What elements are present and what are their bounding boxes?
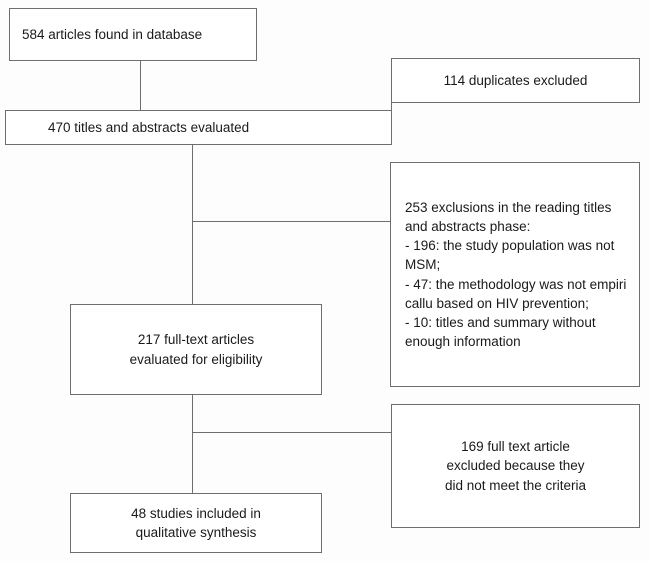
node-screening[interactable]: 470 titles and abstracts evaluated <box>5 110 392 145</box>
node-included[interactable]: 48 studies included in qualitative synth… <box>70 493 322 553</box>
node-screening-label: 470 titles and abstracts evaluated <box>48 119 250 135</box>
node-identification[interactable]: 584 articles found in database <box>9 8 257 61</box>
node-title-abstract-exclusions-label: 253 exclusions in the reading titles and… <box>405 199 627 349</box>
node-duplicates-excluded[interactable]: 114 duplicates excluded <box>391 58 640 103</box>
connector-identification-to-screening <box>140 60 141 110</box>
node-eligibility-label: 217 full-text articles evaluated for eli… <box>129 332 263 367</box>
connector-screening-to-exclusions-branch <box>192 221 391 222</box>
node-eligibility[interactable]: 217 full-text articles evaluated for eli… <box>70 304 322 395</box>
connector-screening-trunk <box>192 145 193 304</box>
node-duplicates-excluded-label: 114 duplicates excluded <box>443 72 588 88</box>
connector-screening-to-duplicates-vertical <box>391 103 392 111</box>
node-included-label: 48 studies included in qualitative synth… <box>131 505 261 540</box>
connector-eligibility-trunk <box>192 395 193 493</box>
node-identification-label: 584 articles found in database <box>22 26 203 42</box>
node-title-abstract-exclusions[interactable]: 253 exclusions in the reading titles and… <box>390 162 640 387</box>
node-fulltext-excluded[interactable]: 169 full text article excluded because t… <box>391 404 640 528</box>
connector-eligibility-to-fulltext-excluded-branch <box>192 432 391 433</box>
node-fulltext-excluded-label: 169 full text article excluded because t… <box>444 439 587 493</box>
